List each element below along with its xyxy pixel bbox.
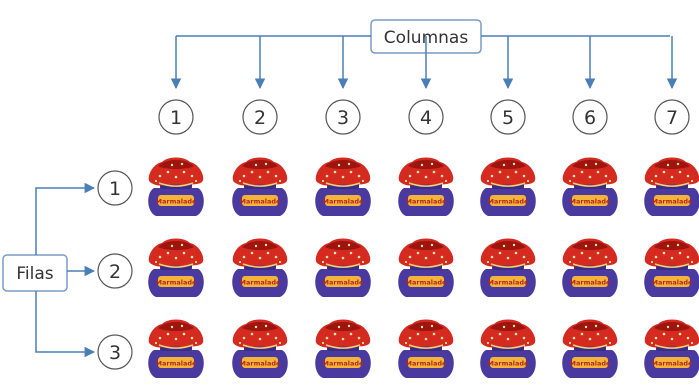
marmalade-jar-icon xyxy=(643,318,699,379)
row-number-label: 3 xyxy=(109,342,121,364)
column-number-7: 7 xyxy=(654,99,690,135)
row-number-circles: 1 2 3 xyxy=(97,170,133,370)
marmalade-jar-icon xyxy=(397,318,455,379)
column-number-label: 2 xyxy=(254,107,266,129)
marmalade-jar-icon xyxy=(479,237,537,298)
marmalade-jar-icon xyxy=(561,318,619,379)
marmalade-jar-icon xyxy=(314,318,372,379)
rows-label-box: Filas xyxy=(2,254,68,292)
column-number-3: 3 xyxy=(325,99,361,135)
marmalade-jar-icon xyxy=(561,156,619,217)
column-number-1: 1 xyxy=(158,99,194,135)
marmalade-jar-icon xyxy=(643,156,699,217)
rows-label: Filas xyxy=(16,264,53,284)
column-arrows xyxy=(170,36,678,90)
column-number-5: 5 xyxy=(490,99,526,135)
marmalade-jar-icon xyxy=(397,156,455,217)
marmalade-jar-icon xyxy=(479,156,537,217)
marmalade-jar-icon xyxy=(643,237,699,298)
column-number-2: 2 xyxy=(242,99,278,135)
marmalade-jar-icon xyxy=(397,237,455,298)
row-number-2: 2 xyxy=(97,253,133,289)
row-number-label: 1 xyxy=(109,178,121,200)
marmalade-jar-icon xyxy=(231,237,289,298)
column-number-label: 7 xyxy=(666,107,678,129)
column-number-label: 4 xyxy=(420,107,432,129)
column-number-circles: 1 2 3 4 5 6 7 xyxy=(158,99,690,135)
row-number-1: 1 xyxy=(97,170,133,206)
marmalade-jar-icon xyxy=(231,156,289,217)
row-number-3: 3 xyxy=(97,334,133,370)
marmalade-jar-icon xyxy=(231,318,289,379)
rows-connectors xyxy=(35,182,96,358)
column-number-4: 4 xyxy=(408,99,444,135)
column-number-label: 1 xyxy=(170,107,182,129)
marmalade-jar-icon xyxy=(147,156,205,217)
marmalade-jar-icon xyxy=(561,237,619,298)
marmalade-jar-icon xyxy=(314,237,372,298)
jar-grid xyxy=(147,156,699,379)
column-number-label: 3 xyxy=(337,107,349,129)
column-number-6: 6 xyxy=(572,99,608,135)
row-number-label: 2 xyxy=(109,261,121,283)
marmalade-jar-icon xyxy=(314,156,372,217)
column-number-label: 6 xyxy=(584,107,596,129)
marmalade-jar-icon xyxy=(147,318,205,379)
marmalade-jar-icon xyxy=(479,318,537,379)
marmalade-jar-icon xyxy=(147,237,205,298)
column-number-label: 5 xyxy=(502,107,514,129)
